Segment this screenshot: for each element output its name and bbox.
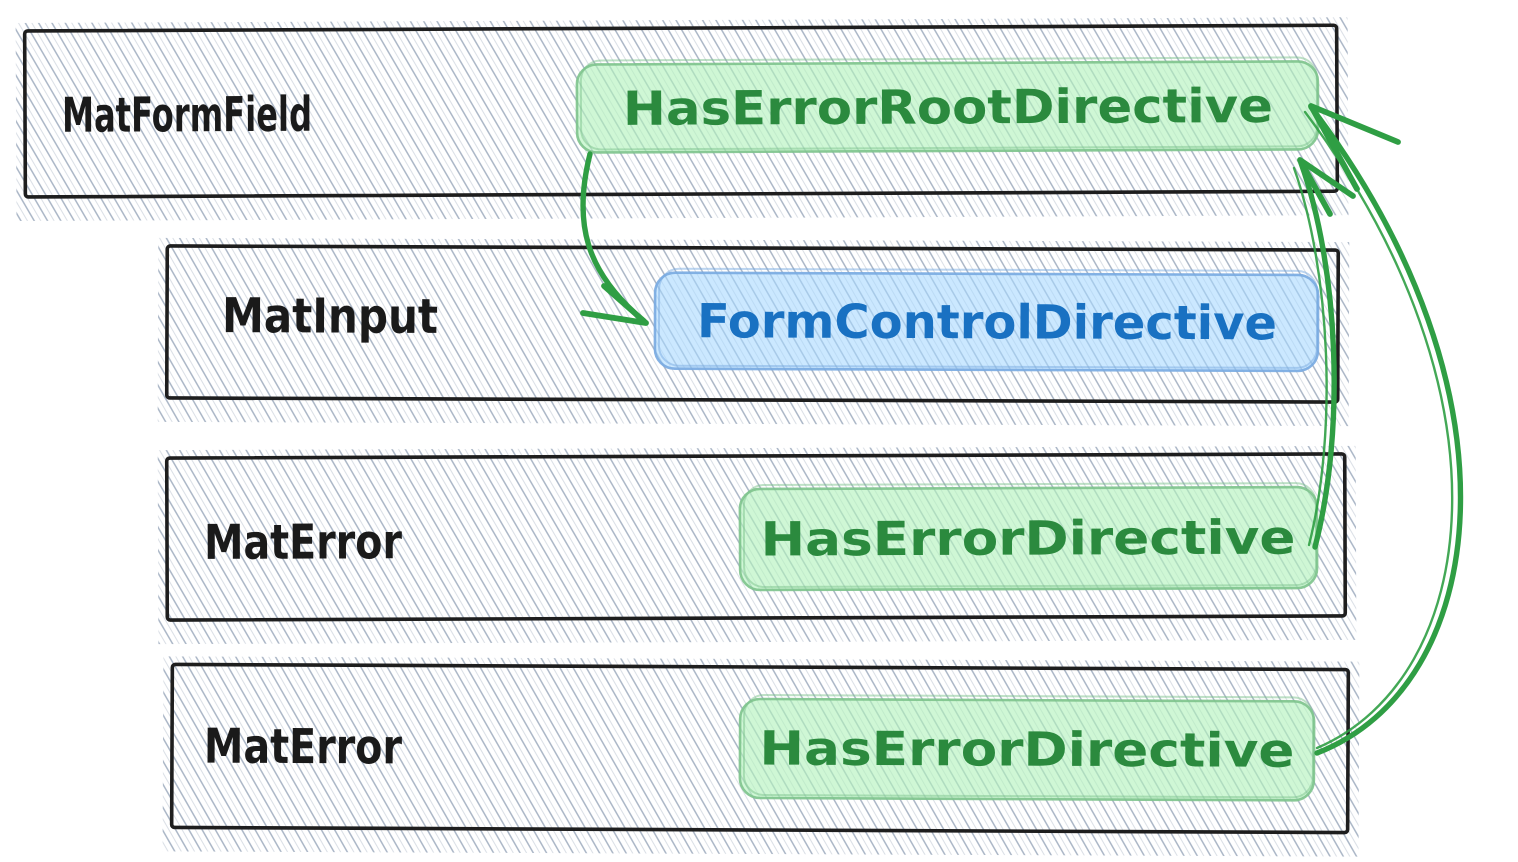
row-mat-form-field: MatFormField HasErrorRootDirective	[15, 17, 1349, 222]
arrow-head-icon	[1308, 103, 1401, 192]
arrow-shaft-sketch-pass	[1292, 166, 1328, 547]
pill-label-has-error-directive-1: HasErrorDirective	[760, 511, 1295, 568]
pill-label-has-error-directive-2: HasErrorDirective	[759, 721, 1294, 778]
arrow-error-2-to-root	[1303, 103, 1464, 756]
row-box	[164, 244, 1341, 404]
pill-has-error-directive-1: HasErrorDirective	[738, 482, 1319, 592]
row-box	[164, 452, 1348, 622]
arrow-head-icon	[1297, 157, 1356, 217]
row-mat-input: MatInput FormControlDirective	[157, 237, 1350, 427]
row-mat-error-2: MatError HasErrorDirective	[162, 656, 1360, 857]
pill-sketch-outline	[742, 694, 1315, 799]
row-box	[169, 662, 1351, 835]
arrow-shaft-sketch-pass	[1303, 110, 1454, 750]
arrow-error-1-to-root	[1292, 157, 1356, 550]
arrow-root-to-form-control	[580, 151, 649, 326]
row-label-mat-form-field: MatFormField	[62, 87, 312, 144]
pill-label-form-control-directive: FormControlDirective	[697, 294, 1277, 351]
pill-sketch-outline	[579, 56, 1319, 151]
pill-has-error-directive-2: HasErrorDirective	[738, 694, 1316, 802]
pill-background	[575, 60, 1320, 154]
pill-label-has-error-root-directive: HasErrorRootDirective	[623, 79, 1273, 137]
pill-background	[738, 697, 1316, 802]
arrow-head-icon	[580, 283, 649, 326]
arrow-shaft	[1298, 160, 1337, 550]
row-label-mat-input: MatInput	[222, 288, 438, 345]
pill-form-control-directive: FormControlDirective	[653, 267, 1320, 373]
row-label-mat-error-2: MatError	[204, 719, 403, 776]
row-label-mat-error-1: MatError	[204, 514, 402, 571]
row-mat-error-1: MatError HasErrorDirective	[157, 445, 1357, 645]
pill-has-error-root-directive: HasErrorRootDirective	[575, 56, 1320, 154]
pill-sketch-outline	[657, 267, 1319, 369]
row-box	[22, 23, 1340, 199]
arrow-shaft	[1308, 104, 1464, 756]
pill-background	[653, 271, 1320, 373]
